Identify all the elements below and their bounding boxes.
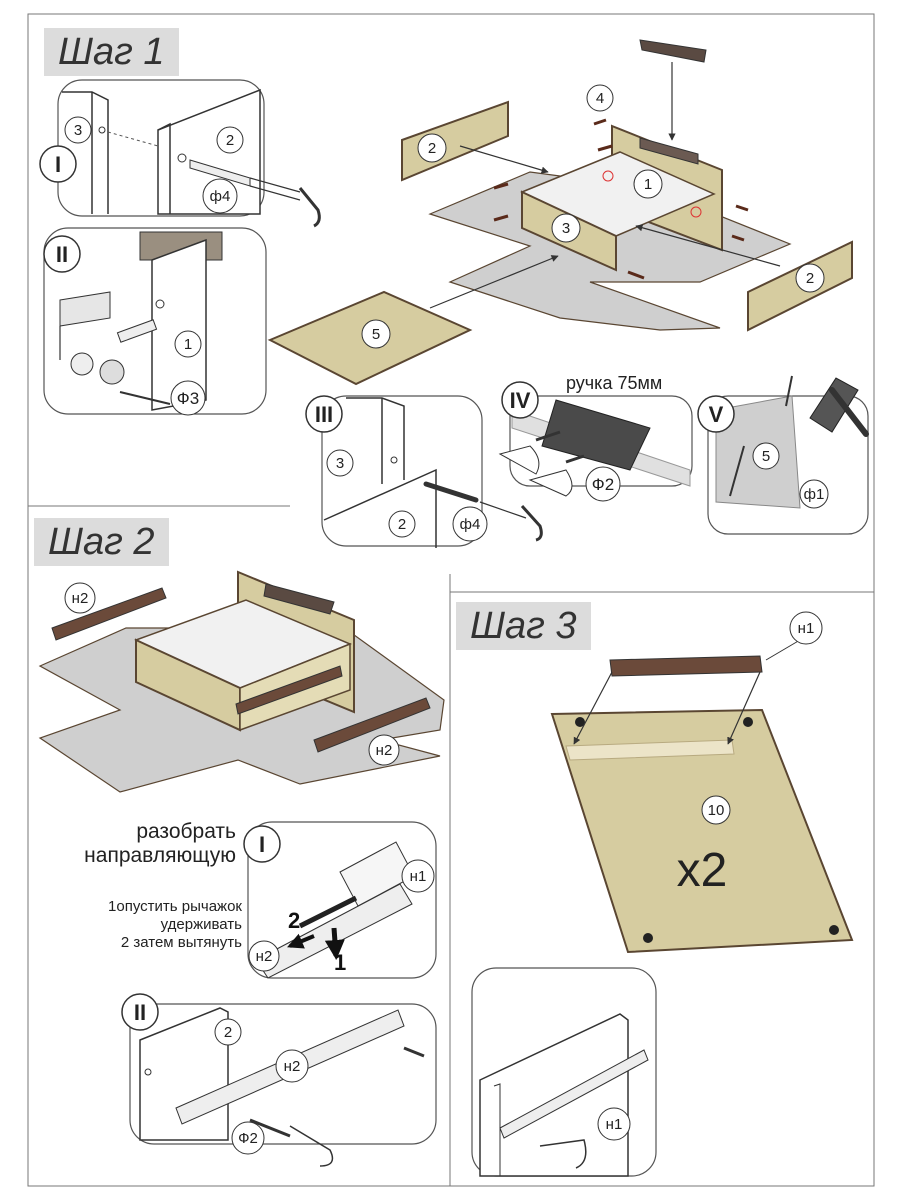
- fastener-f4-label: ф4: [460, 516, 481, 533]
- step-1-title: Шаг 1: [44, 28, 179, 76]
- callout-iii: III: [315, 402, 333, 427]
- instruction-line-1: 1опустить рычажок: [108, 898, 242, 915]
- detail-v: [707, 375, 869, 535]
- step-2-title: Шаг 2: [34, 518, 169, 566]
- part-3-label: 3: [562, 220, 570, 237]
- fastener-f2-label: Ф2: [238, 1130, 258, 1147]
- part-10-label: 10: [708, 802, 725, 819]
- step-3-title: Шаг 3: [456, 602, 591, 650]
- part-5-label: 5: [762, 448, 770, 465]
- arrow-step-2: 2: [288, 908, 300, 933]
- detail-ii: [43, 227, 267, 415]
- part-2-label: 2: [428, 140, 436, 157]
- rail-n1-label: н1: [606, 1116, 623, 1133]
- step3-panel-view: [550, 639, 854, 954]
- callout-ii: II: [56, 242, 68, 267]
- rail-instructions: 1опустить рычажок удерживать 2 затем выт…: [40, 898, 242, 952]
- arrow-step-1: 1: [334, 950, 346, 975]
- drawer-exploded-view: [267, 39, 853, 386]
- fastener-f2-label: Ф2: [592, 475, 614, 494]
- step3-detail: [471, 967, 657, 1177]
- part-2-label: 2: [226, 132, 234, 149]
- rail-n2-label: н2: [72, 590, 89, 607]
- rail-n2-label: н2: [284, 1058, 301, 1075]
- rail-n1-label: н1: [410, 868, 427, 885]
- rail-n2-label: н2: [256, 948, 273, 965]
- part-4-label: 4: [596, 90, 604, 107]
- callout-i: I: [259, 832, 265, 857]
- step2-detail-i: [247, 821, 437, 979]
- step2-detail-ii: [129, 1003, 437, 1167]
- callout-texts: I II III IV V I II: [55, 152, 724, 1025]
- callout-v: V: [709, 402, 724, 427]
- part-1-label: 1: [644, 176, 652, 193]
- detail-iii: [321, 395, 543, 548]
- part-3-label: 3: [74, 122, 82, 139]
- part-3-label: 3: [336, 455, 344, 472]
- fastener-f3-label: Ф3: [177, 389, 199, 408]
- rail-n2-label: н2: [376, 742, 393, 759]
- callout-ii: II: [134, 1000, 146, 1025]
- part-2-label: 2: [224, 1024, 232, 1041]
- part-label-circles: [64, 84, 829, 1155]
- part-label-texts: 3 2 ф4 2 4 1 3 2 5 1 Ф3 3 2 ф4 Ф2 5 ф1 н…: [72, 90, 825, 1147]
- rail-n1-label: н1: [798, 620, 815, 637]
- page-border: [27, 13, 875, 1187]
- part-2-label: 2: [806, 270, 814, 287]
- instruction-line-2: удерживать: [160, 916, 242, 933]
- callout-i: I: [55, 152, 61, 177]
- handle-size-label: ручка 75мм: [566, 373, 662, 393]
- fastener-f1-label: ф1: [804, 486, 825, 503]
- callout-iv: IV: [510, 388, 531, 413]
- disassemble-line-2: направляющую: [84, 844, 236, 867]
- callout-circles: [39, 145, 735, 1031]
- quantity-label: x2: [677, 844, 728, 897]
- instruction-line-3: 2 затем вытянуть: [120, 934, 242, 951]
- part-5-label: 5: [372, 326, 380, 343]
- part-2-label: 2: [398, 516, 406, 533]
- part-1-label: 1: [184, 336, 192, 353]
- detail-i: [57, 79, 321, 228]
- disassemble-line-1: разобрать: [136, 820, 236, 843]
- step2-exploded-view: [38, 570, 445, 793]
- disassemble-note: разобрать направляющую: [44, 820, 236, 868]
- fastener-f4-label: ф4: [210, 188, 231, 205]
